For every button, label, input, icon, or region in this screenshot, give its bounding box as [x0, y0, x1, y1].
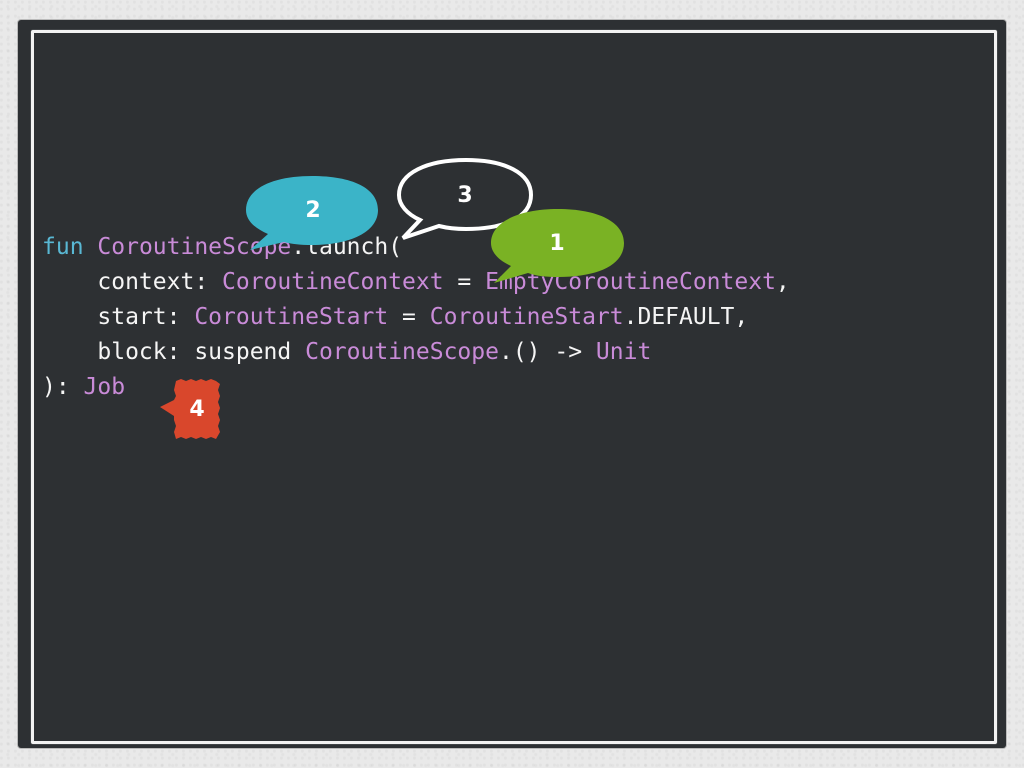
- code-block: fun CoroutineScope.launch( context: Coro…: [42, 230, 790, 405]
- type-empty-coroutine-context: EmptyCoroutineContext: [485, 269, 776, 295]
- keyword-fun: fun: [42, 234, 84, 260]
- code-line-2: context: CoroutineContext = EmptyCorouti…: [42, 269, 790, 295]
- type-unit: Unit: [595, 339, 652, 365]
- default-value: .DEFAULT,: [623, 304, 749, 330]
- method-launch: .launch(: [291, 234, 403, 260]
- slide-border: [31, 30, 997, 744]
- comma: ,: [775, 269, 790, 295]
- code-line-3: start: CoroutineStart = CoroutineStart.D…: [42, 304, 748, 330]
- return-prefix: ):: [42, 374, 84, 400]
- type-coroutine-context: CoroutineContext: [222, 269, 444, 295]
- code-line-5: ): Job: [42, 374, 125, 400]
- type-job: Job: [83, 374, 126, 400]
- code-line-4: block: suspend CoroutineScope.() -> Unit: [42, 339, 651, 365]
- param-start: start:: [42, 304, 195, 330]
- param-context: context:: [42, 269, 223, 295]
- lambda-arrow: .() ->: [498, 339, 596, 365]
- type-coroutine-scope-receiver: CoroutineScope: [305, 339, 499, 365]
- equals-sign: =: [443, 269, 486, 295]
- param-block: block: suspend: [42, 339, 306, 365]
- type-coroutine-start: CoroutineStart: [194, 304, 389, 330]
- code-line-1: fun CoroutineScope.launch(: [42, 234, 402, 260]
- type-coroutine-scope: CoroutineScope: [97, 234, 292, 260]
- equals-sign: =: [388, 304, 430, 330]
- type-coroutine-start-default: CoroutineStart: [429, 304, 624, 330]
